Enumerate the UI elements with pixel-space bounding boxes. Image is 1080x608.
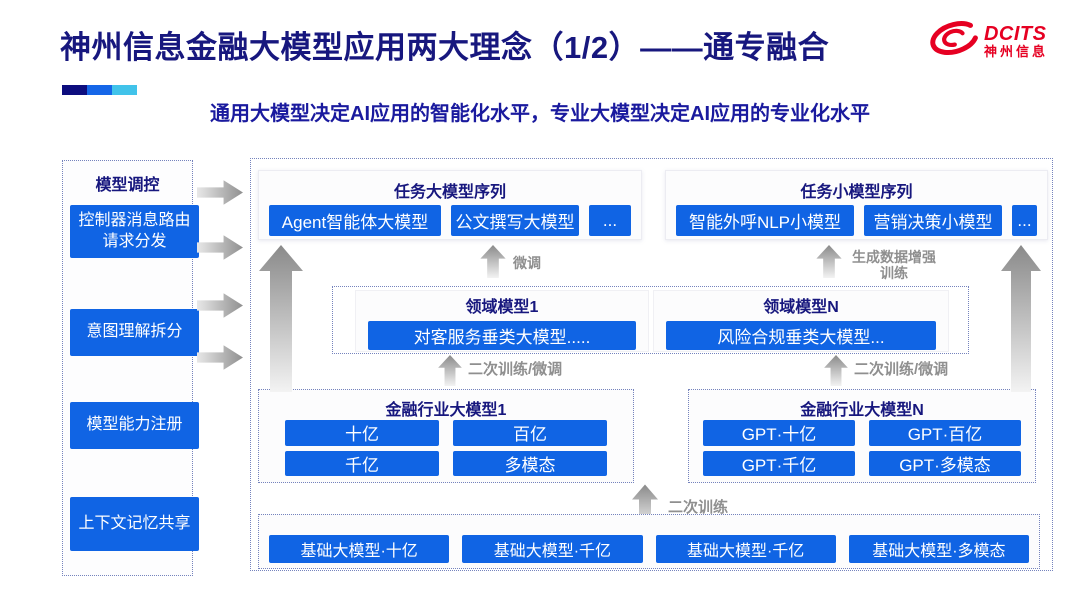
- arrow-up-icon: [816, 245, 842, 278]
- sidebar-item-intent: 意图理解拆分: [70, 309, 199, 356]
- base-model-multimodal: 基础大模型·多模态: [848, 535, 1029, 563]
- model-control-panel: 模型调控 控制器消息路由请求分发 意图理解拆分 模型能力注册 上下文记忆共享: [62, 160, 199, 576]
- brand-logo: DCITS 神州信息: [928, 18, 1048, 65]
- retrain-label: 二次训练: [668, 499, 729, 516]
- card-title: 金融行业大模型1: [385, 402, 507, 419]
- retrain-finetune-label: 二次训练/微调: [468, 361, 563, 378]
- scale-chip-multimodal: 多模态: [453, 450, 607, 476]
- arrow-up-icon: [1001, 245, 1041, 392]
- slide-subtitle: 通用大模型决定AI应用的智能化水平，专业大模型决定AI应用的专业化水平: [210, 103, 870, 125]
- dcits-swirl-icon: [928, 18, 978, 65]
- gen-data-label: 生成数据增强训练: [852, 249, 936, 282]
- group-title: 领域模型1: [465, 299, 539, 316]
- industry-model-n-card: 金融行业大模型N GPT·十亿 GPT·百亿 GPT·千亿 GPT·多模态: [688, 389, 1036, 483]
- model-chip-marketing: 营销决策小模型: [864, 205, 1002, 236]
- base-model-1b: 基础大模型·十亿: [269, 535, 450, 563]
- card-title: 任务大模型序列: [393, 184, 506, 201]
- domain-models-box: 领域模型1 对客服务垂类大模型..... 领域模型N 风险合规垂类大模型...: [332, 286, 969, 354]
- scale-chip-gpt-1b: GPT·十亿: [703, 420, 855, 446]
- scale-chip-gpt-10b: GPT·百亿: [869, 420, 1021, 446]
- retrain-finetune-label: 二次训练/微调: [854, 361, 949, 378]
- panel-title: 模型调控: [95, 177, 160, 194]
- arrow-right-icon: [197, 345, 243, 370]
- arrow-right-icon: [197, 180, 243, 205]
- domain-model-n: 领域模型N 风险合规垂类大模型...: [653, 290, 949, 352]
- card-title: 任务小模型序列: [800, 184, 913, 201]
- arrow-up-icon: [480, 245, 506, 278]
- finetune-label: 微调: [513, 255, 541, 271]
- scale-chip-10b: 百亿: [453, 420, 607, 446]
- base-models-card: 基础大模型·十亿 基础大模型·千亿 基础大模型·千亿 基础大模型·多模态: [258, 514, 1040, 569]
- task-large-model-card: 任务大模型序列 Agent智能体大模型 公文撰写大模型 ...: [258, 170, 642, 240]
- task-small-model-card: 任务小模型序列 智能外呼NLP小模型 营销决策小模型 ...: [665, 170, 1048, 240]
- model-chip-more: ...: [1012, 205, 1037, 236]
- brand-name-cn: 神州信息: [983, 44, 1048, 60]
- model-chip-risk-compliance: 风险合规垂类大模型...: [665, 321, 937, 350]
- model-chip-agent: Agent智能体大模型: [269, 205, 441, 236]
- sidebar-item-router: 控制器消息路由请求分发: [70, 205, 199, 258]
- model-chip-more: ...: [589, 205, 631, 236]
- architecture-frame: [250, 158, 1053, 571]
- sidebar-item-context: 上下文记忆共享: [70, 497, 199, 551]
- model-chip-outbound-nlp: 智能外呼NLP小模型: [676, 205, 854, 236]
- domain-model-1: 领域模型1 对客服务垂类大模型.....: [355, 290, 649, 352]
- model-chip-customer-service: 对客服务垂类大模型.....: [367, 321, 637, 350]
- brand-name: DCITS: [983, 23, 1047, 46]
- base-model-100b-a: 基础大模型·千亿: [462, 535, 643, 563]
- arrow-up-icon: [438, 355, 462, 386]
- sidebar-item-register: 模型能力注册: [70, 402, 199, 449]
- arrow-right-icon: [197, 293, 243, 318]
- page-title: 神州信息金融大模型应用两大理念（1/2）——通专融合: [60, 30, 830, 65]
- scale-chip-gpt-multimodal: GPT·多模态: [869, 450, 1021, 476]
- base-model-100b-b: 基础大模型·千亿: [655, 535, 836, 563]
- model-chip-document: 公文撰写大模型: [451, 205, 579, 236]
- card-title: 金融行业大模型N: [800, 402, 924, 419]
- group-title: 领域模型N: [763, 299, 839, 316]
- arrow-up-icon: [259, 245, 303, 392]
- scale-chip-1b: 十亿: [285, 420, 439, 446]
- industry-model-1-card: 金融行业大模型1 十亿 百亿 千亿 多模态: [258, 389, 634, 483]
- scale-chip-100b: 千亿: [285, 450, 439, 476]
- title-accent-bar: [62, 85, 137, 95]
- arrow-right-icon: [197, 235, 243, 260]
- arrow-up-icon: [824, 355, 848, 386]
- scale-chip-gpt-100b: GPT·千亿: [703, 450, 855, 476]
- arrow-up-icon: [632, 484, 658, 529]
